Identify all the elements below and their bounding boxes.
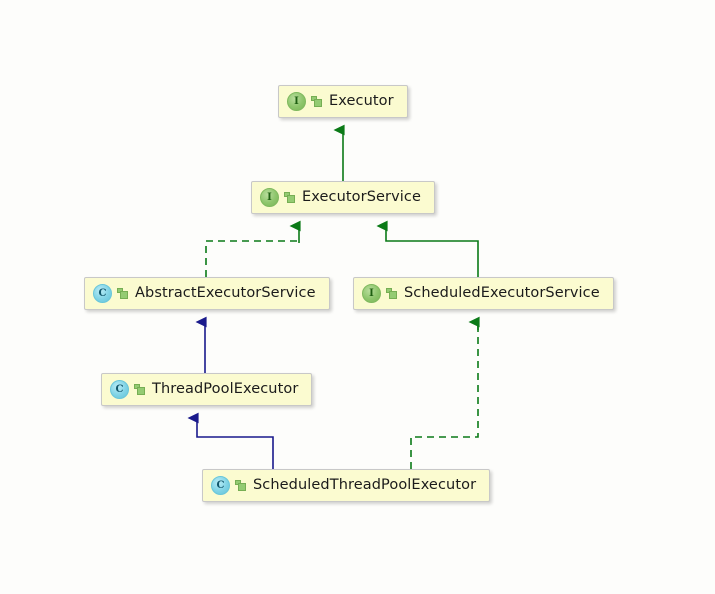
class-badge-icon: C <box>93 284 112 303</box>
node-label: Executor <box>329 93 394 110</box>
node-abstractexecutorservice[interactable]: C AbstractExecutorService <box>84 277 330 310</box>
package-visibility-icon <box>134 384 145 395</box>
interface-badge-icon: I <box>362 284 381 303</box>
node-executor[interactable]: I Executor <box>278 85 408 118</box>
class-badge-icon: C <box>211 476 230 495</box>
edge-scheduledthreadpoolexecutor-implements-scheduledexecutorservice <box>410 326 479 469</box>
node-scheduledexecutorservice[interactable]: I ScheduledExecutorService <box>353 277 614 310</box>
package-visibility-icon <box>284 192 295 203</box>
node-label: ThreadPoolExecutor <box>152 381 299 398</box>
interface-badge-icon: I <box>287 92 306 111</box>
node-threadpoolexecutor[interactable]: C ThreadPoolExecutor <box>101 373 313 406</box>
package-visibility-icon <box>386 288 397 299</box>
class-badge-icon: C <box>110 380 129 399</box>
node-label: AbstractExecutorService <box>135 285 316 302</box>
package-visibility-icon <box>235 480 246 491</box>
edge-abstractexecutorservice-implements-executorservice <box>205 240 300 277</box>
package-visibility-icon <box>311 96 322 107</box>
node-executorservice[interactable]: I ExecutorService <box>251 181 435 214</box>
node-label: ScheduledExecutorService <box>404 285 600 302</box>
edge-scheduledexecutorservice-extends-executorservice <box>376 220 479 277</box>
node-label: ScheduledThreadPoolExecutor <box>253 477 477 494</box>
package-visibility-icon <box>117 288 128 299</box>
edge-scheduledthreadpoolexecutor-extends-threadpoolexecutor <box>187 412 274 469</box>
interface-badge-icon: I <box>260 188 279 207</box>
node-scheduledthreadpoolexecutor[interactable]: C ScheduledThreadPoolExecutor <box>202 469 491 502</box>
node-label: ExecutorService <box>302 189 421 206</box>
